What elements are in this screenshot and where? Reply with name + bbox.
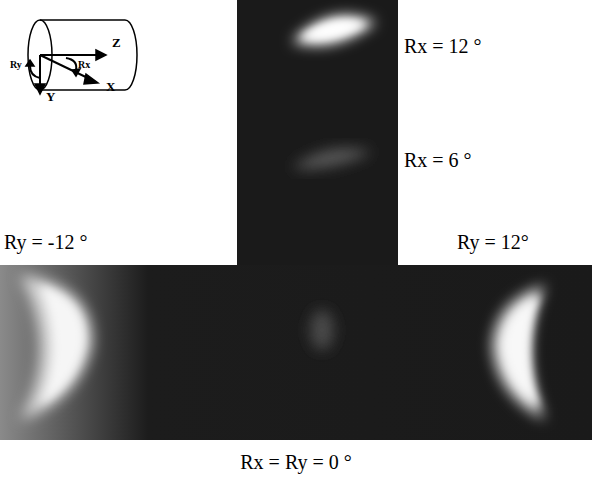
axis-label: Y	[46, 90, 55, 103]
axis-label: Ry	[10, 60, 22, 70]
axis-label: Rx	[78, 60, 90, 70]
rotation-label: Rx = Ry = 0 °	[240, 452, 351, 472]
rotation-label: Ry = 12°	[457, 232, 529, 252]
rotation-label: Rx = 6 °	[404, 150, 472, 170]
rotation-label: Ry = -12 °	[4, 232, 87, 252]
axis-inset	[26, 20, 137, 94]
axis-label: Z	[112, 36, 121, 49]
axis-label: X	[106, 80, 115, 93]
rotation-label: Rx = 12 °	[404, 36, 482, 56]
